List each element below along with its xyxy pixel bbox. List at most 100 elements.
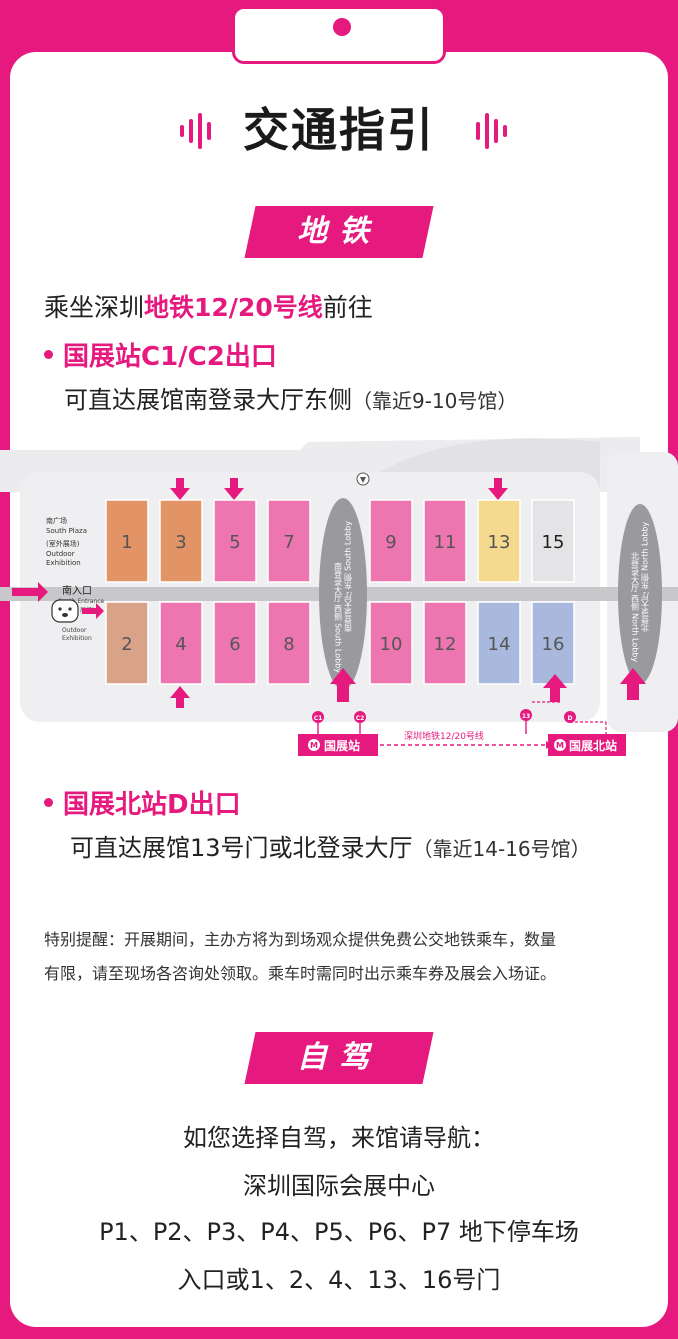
north-lobby-east-label: 北登录大厅 东侧 North Lobby (641, 522, 650, 632)
hall-16-label: 16 (542, 634, 565, 655)
hall-3-label: 3 (175, 532, 186, 553)
outdoor-small-3: Exhibition (62, 635, 92, 642)
sound-wave-icon-right (476, 113, 507, 149)
hall-6-label: 6 (229, 634, 240, 655)
metro-banner-label: 地铁 (297, 214, 381, 249)
south-lobby (319, 498, 367, 690)
south-lobby-west-label: 南登录大厅 西侧 South Lobby (334, 561, 343, 673)
hall-10-label: 10 (380, 634, 403, 655)
metro-logo-icon (554, 739, 566, 751)
hall-8 (267, 601, 311, 685)
drive-line-3: P1、P2、P3、P4、P5、P6、P7 地下停车场 (99, 1218, 579, 1246)
hall16-arrow-icon (543, 674, 567, 702)
south-entrance-label: 南入口 (62, 584, 92, 597)
entry-arrows (12, 478, 646, 708)
mascot-icon (51, 599, 79, 623)
hall-8-label: 8 (283, 634, 294, 655)
plaza-en: South Plaza (46, 527, 87, 535)
plaza-exhibition: Exhibition (46, 559, 81, 567)
hall-13 (477, 499, 521, 583)
exit-d-badge: D (568, 715, 573, 722)
drive-line-4: 入口或1、2、4、13、16号门 (177, 1266, 501, 1294)
intro-prefix: 乘坐深圳 (44, 293, 145, 322)
drive-banner-label: 自驾 (297, 1040, 381, 1075)
hanger-hole (333, 18, 351, 36)
compass-icon (356, 472, 370, 486)
hall-3 (159, 499, 203, 583)
hall-12-label: 12 (434, 634, 457, 655)
north-lobby-arrow-icon (620, 668, 646, 700)
hall-5 (213, 499, 257, 583)
bullet-icon (44, 798, 53, 807)
hall-14 (477, 601, 521, 685)
exit1-note: （靠近9-10号馆） (352, 389, 518, 413)
metro-logo-letter-2: M (556, 741, 564, 750)
hall-5-label: 5 (229, 532, 240, 553)
hall-15 (531, 499, 575, 583)
metro-line-label: 深圳地铁12/20号线 (404, 730, 484, 742)
hall-13-label: 13 (488, 532, 511, 553)
north-lobby-west-label: 北登录大厅 西侧 North Lobby (631, 552, 640, 662)
outdoor-small-2: Outdoor (62, 627, 87, 634)
south-lobby-arrow-icon (330, 668, 356, 702)
hall-1 (105, 499, 149, 583)
station-guozhan: M 国展站 (298, 734, 378, 756)
drive-line-1: 如您选择自驾，来馆请导航： (183, 1124, 495, 1152)
plaza-outdoor-cn: (室外展场) (46, 539, 80, 548)
south-lobby-east-label: 南登录大厅 东侧 South Lobby (344, 521, 353, 633)
south-entrance-arrow-icon (12, 582, 48, 602)
hall3-door-arrow-icon (170, 478, 190, 500)
exit1-title: 国展站C1/C2出口 (44, 336, 277, 373)
exit1-desc-text: 可直达展馆南登录大厅东侧 (64, 386, 352, 414)
hall-16 (531, 601, 575, 685)
page-title: 交通指引 (243, 103, 435, 157)
station-guozhan-north: M 国展北站 (548, 734, 626, 756)
plaza-outdoor: Outdoor (46, 550, 75, 558)
drive-line-2: 深圳国际会展中心 (243, 1172, 435, 1200)
south-plaza-label: 南广场 South Plaza (室外展场) Outdoor Exhibitio… (46, 516, 87, 567)
hall-7 (267, 499, 311, 583)
hall-9 (369, 499, 413, 583)
hall-9-label: 9 (385, 532, 396, 553)
north-lobby (618, 504, 662, 684)
exit1-title-text: 国展站C1/C2出口 (63, 342, 277, 372)
hall5-door-arrow-icon (224, 478, 244, 500)
intro-line-highlight: 地铁12/20号线 (144, 293, 323, 322)
outdoor-arrow-icon (82, 603, 104, 619)
hall-4-label: 4 (175, 634, 186, 655)
hall4-door-arrow-icon (170, 686, 190, 708)
hall-2 (105, 601, 149, 685)
exit2-desc-text: 可直达展馆13号门或北登录大厅 (70, 834, 413, 862)
station2-label: 国展北站 (569, 738, 617, 753)
card-hanger-tab (232, 6, 446, 64)
hall13-door-arrow-icon (488, 478, 508, 500)
special-reminder: 特别提醒：开展期间，主办方将为到场观众提供免费公交地铁乘车，数量 有限，请至现场… (44, 923, 556, 991)
hall-6 (213, 601, 257, 685)
exit2-title: 国展北站D出口 (44, 784, 241, 821)
hall-14-label: 14 (488, 634, 511, 655)
hall-10 (369, 601, 413, 685)
reminder-line-1: 特别提醒：开展期间，主办方将为到场观众提供免费公交地铁乘车，数量 (44, 930, 557, 949)
exit-badges: C1 C2 13 D (312, 709, 576, 723)
hall-1-label: 1 (121, 532, 132, 553)
south-entrance-en: South Entrance (58, 598, 105, 605)
intro-suffix: 前往 (322, 293, 373, 322)
hall-4 (159, 601, 203, 685)
metro-logo-letter-1: M (310, 741, 318, 750)
hall-7-label: 7 (283, 532, 294, 553)
exit2-desc: 可直达展馆13号门或北登录大厅（靠近14-16号馆） (70, 828, 591, 863)
exit-c2-badge: C2 (356, 715, 365, 722)
hall-15-label: 15 (542, 532, 565, 553)
exit2-title-text: 国展北站D出口 (63, 790, 241, 820)
exit-13-badge: 13 (522, 713, 530, 720)
sound-wave-icon-left (180, 113, 211, 149)
exit2-note: （靠近14-16号馆） (412, 837, 591, 861)
metro-logo-icon (308, 739, 320, 751)
exit1-desc: 可直达展馆南登录大厅东侧（靠近9-10号馆） (64, 380, 517, 415)
hall-11-label: 11 (434, 532, 457, 553)
hall-12 (423, 601, 467, 685)
hall-2-label: 2 (121, 634, 132, 655)
station1-label: 国展站 (324, 738, 360, 753)
reminder-line-2: 有限，请至现场各咨询处领取。乘车时需同时出示乘车券及展会入场证。 (44, 964, 557, 983)
